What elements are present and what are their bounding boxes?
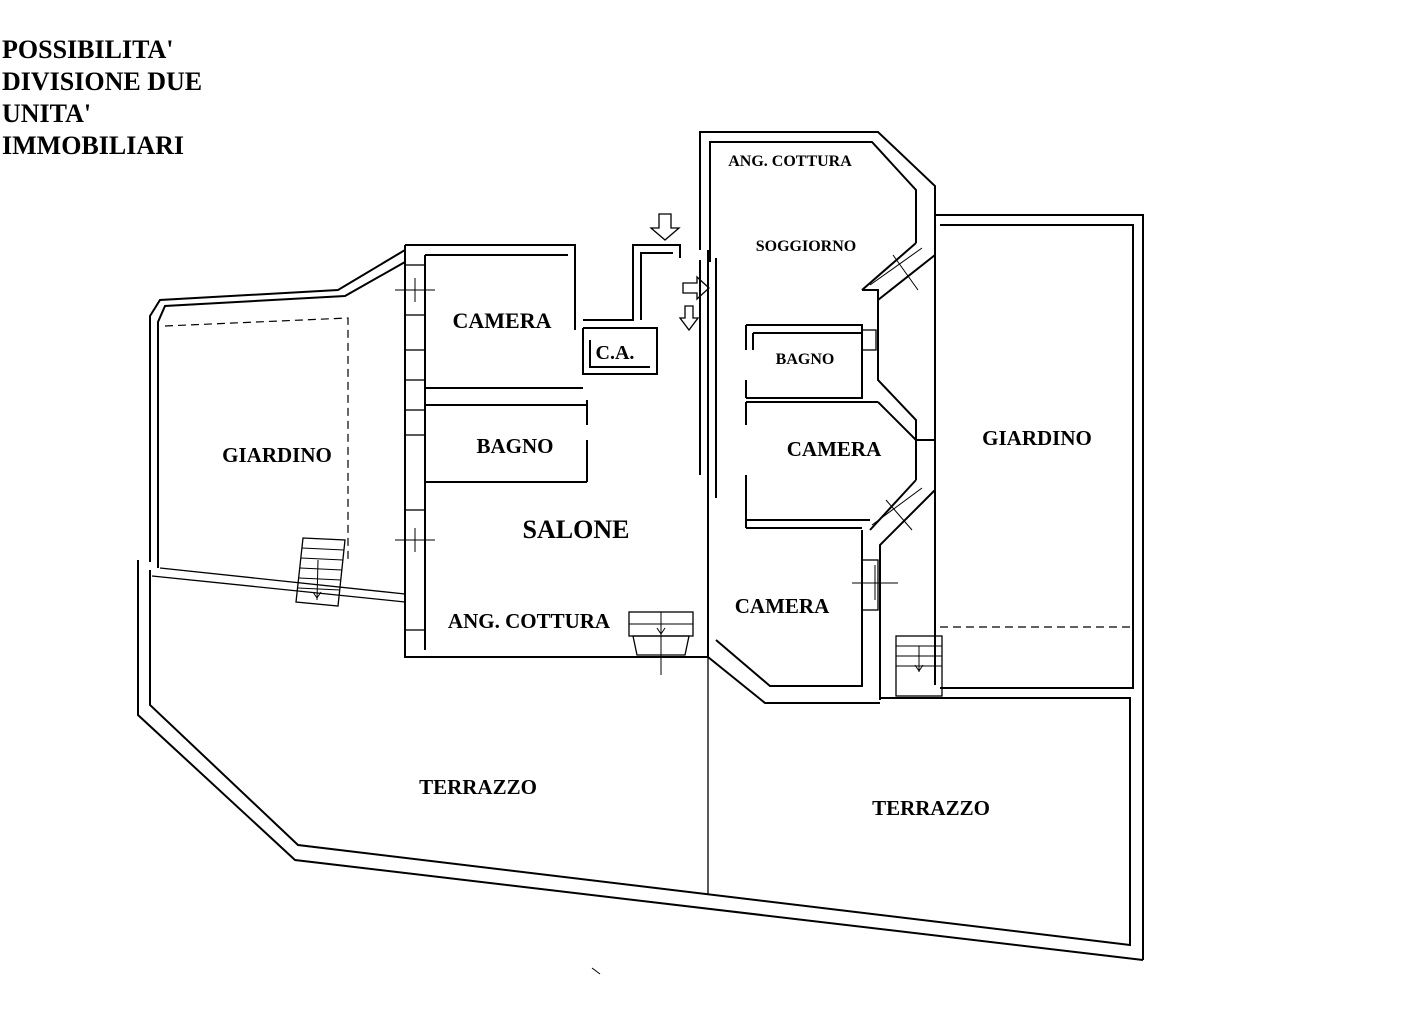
- label-right-camera-2: CAMERA: [735, 594, 830, 618]
- plan-title: POSSIBILITA' DIVISIONE DUE UNITA' IMMOBI…: [2, 34, 302, 162]
- terrace-walls: [137, 560, 1144, 961]
- right-unit-walls: [699, 131, 936, 704]
- left-unit-entry-steps: [628, 611, 694, 675]
- title-line-4: IMMOBILIARI: [2, 131, 185, 160]
- arrow-right-icon: [682, 275, 710, 301]
- entry-arrows: [649, 213, 710, 332]
- arrow-down-small-icon: [678, 305, 700, 332]
- title-line-1: POSSIBILITA': [2, 35, 174, 64]
- title-line-3: UNITA': [2, 99, 92, 128]
- title-line-2: DIVISIONE DUE: [2, 67, 203, 96]
- label-right-giardino: GIARDINO: [982, 426, 1092, 450]
- left-unit-walls: [395, 244, 717, 658]
- label-left-camera: CAMERA: [453, 308, 552, 333]
- left-garden-stairs: [295, 537, 346, 607]
- label-right-ang-cottura: ANG. COTTURA: [728, 153, 852, 170]
- label-left-ca: C.A.: [596, 342, 635, 364]
- stray-mark: [591, 967, 601, 975]
- label-left-salone: SALONE: [523, 515, 630, 544]
- right-garden-walls: [935, 214, 1144, 960]
- label-left-giardino: GIARDINO: [222, 443, 332, 467]
- left-garden-walls: [149, 249, 406, 603]
- label-right-soggiorno: SOGGIORNO: [756, 238, 856, 255]
- label-right-terrazzo: TERRAZZO: [872, 796, 990, 820]
- label-left-ang-cottura: ANG. COTTURA: [448, 609, 611, 633]
- label-left-terrazzo: TERRAZZO: [419, 775, 537, 799]
- label-right-camera-1: CAMERA: [787, 437, 882, 461]
- label-left-bagno: BAGNO: [476, 434, 553, 458]
- arrow-down-icon: [649, 213, 681, 241]
- label-right-bagno: BAGNO: [776, 351, 835, 368]
- right-unit-stairs: [895, 635, 943, 697]
